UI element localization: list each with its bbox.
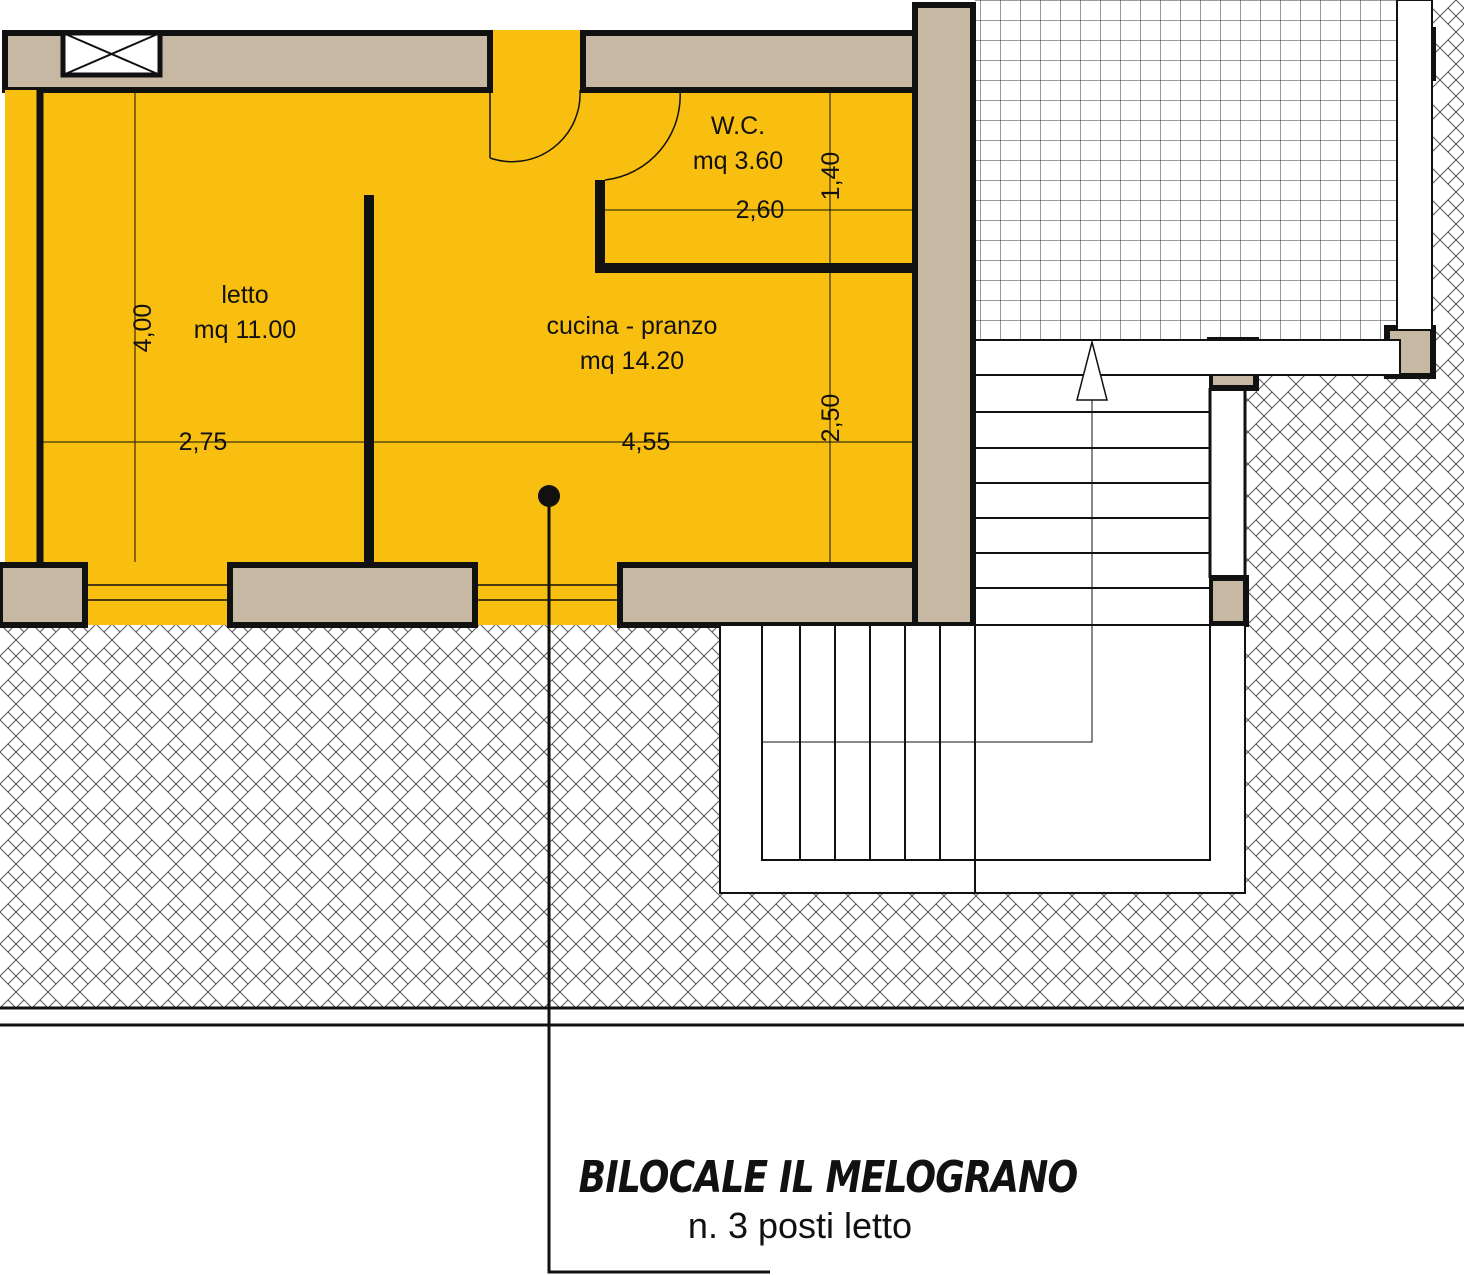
title-block: BILOCALE IL MELOGRANO n. 3 posti letto — [530, 1150, 1079, 1246]
outdoor-paving-right — [1245, 375, 1464, 1008]
stair-direction-line — [762, 400, 1093, 743]
room-cucina-name: cucina - pranzo — [547, 312, 718, 340]
room-letto-area: mq 11.00 — [194, 316, 296, 344]
vent-cross — [62, 32, 161, 76]
threshold-left — [85, 565, 230, 625]
room-wc-area: mq 3.60 — [693, 147, 783, 175]
room-letto-name: letto — [221, 281, 268, 309]
terrace-edge — [974, 339, 1401, 376]
wc-wall — [595, 180, 915, 273]
dim-letto-width: 2,75 — [179, 428, 228, 456]
apartment-subtitle: n. 3 posti letto — [687, 1205, 913, 1246]
dim-wc-width: 2,60 — [736, 196, 785, 224]
terrace-railing — [1396, 0, 1433, 331]
apartment-title: BILOCALE IL MELOGRANO — [578, 1152, 1079, 1203]
dim-cucina-width: 4,55 — [622, 428, 671, 456]
stair-arrow-icon — [1076, 339, 1108, 401]
door-entrance-swing — [489, 89, 581, 163]
door-wc-swing — [604, 89, 681, 181]
leader-line — [547, 496, 770, 1274]
terrace-tiles — [975, 0, 1397, 340]
dim-cucina-depth: 2,50 — [817, 394, 845, 443]
dim-wc-depth: 1,40 — [817, 152, 845, 201]
room-cucina-area: mq 14.20 — [580, 347, 684, 375]
dimension-lines — [42, 92, 913, 562]
terrace-tiles-right — [1432, 0, 1464, 380]
room-wc-name: W.C. — [711, 112, 765, 140]
dim-letto-height: 4,00 — [129, 304, 157, 353]
floor-cucina — [365, 30, 915, 565]
floor-letto — [40, 90, 365, 565]
